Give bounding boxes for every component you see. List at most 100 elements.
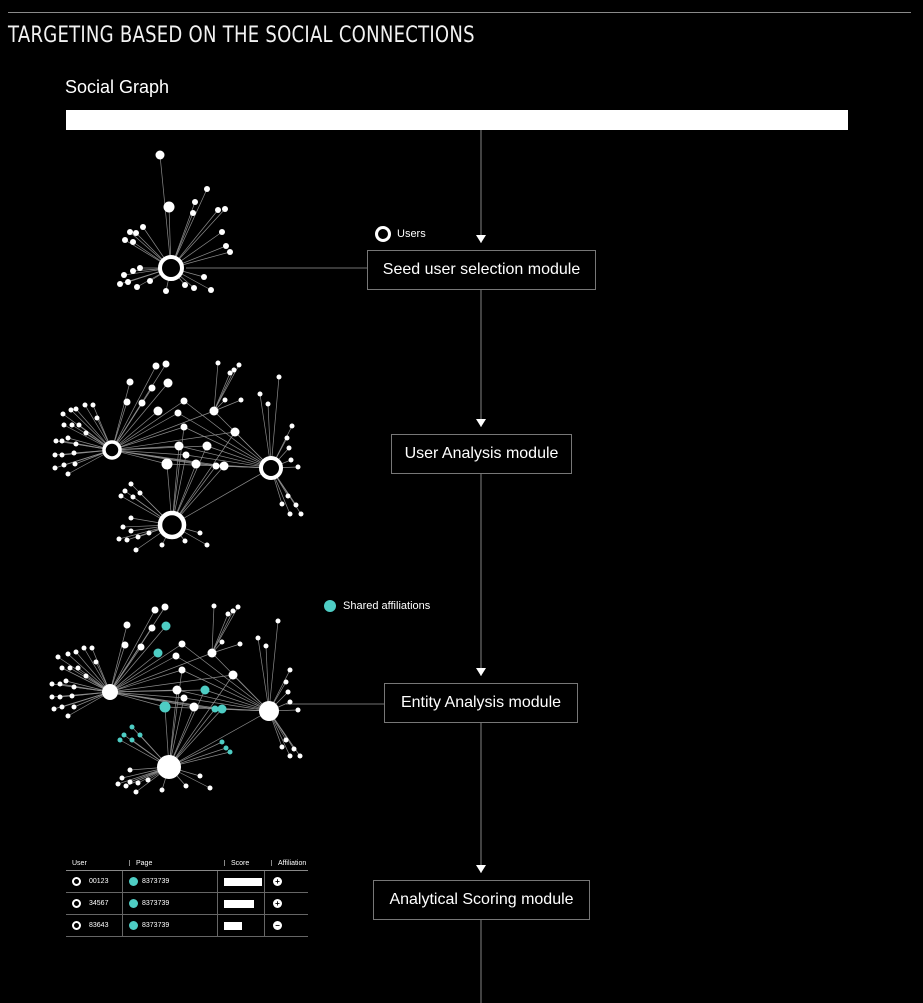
node: [72, 461, 78, 467]
arrow-down-icon: [476, 865, 486, 873]
arrow-down-icon: [476, 235, 486, 243]
node: [147, 278, 153, 284]
edge: [111, 412, 179, 451]
node: [172, 685, 182, 695]
node: [134, 284, 140, 290]
node: [155, 150, 165, 160]
edge: [171, 431, 236, 526]
user-analysis-graph: [52, 360, 304, 553]
node: [207, 785, 213, 791]
edge: [109, 655, 177, 693]
edge: [185, 454, 272, 469]
shared-affiliation-node: [219, 739, 225, 745]
node: [63, 678, 69, 684]
node: [209, 406, 219, 416]
node: [130, 268, 136, 274]
node: [204, 542, 210, 548]
node: [118, 493, 124, 499]
node: [236, 362, 242, 368]
node: [207, 648, 217, 658]
edge: [111, 410, 215, 451]
node: [122, 488, 128, 494]
edge: [109, 609, 156, 693]
edge: [168, 689, 206, 768]
node: [73, 649, 79, 655]
node: [59, 665, 65, 671]
node: [215, 360, 221, 366]
node: [238, 397, 244, 403]
edge: [67, 653, 111, 693]
social-graph-bar: [66, 110, 848, 130]
node: [295, 707, 301, 713]
node: [219, 639, 225, 645]
edge: [211, 643, 241, 654]
edge: [213, 399, 242, 412]
node: [174, 441, 184, 451]
node: [161, 458, 173, 470]
node: [65, 435, 71, 441]
node: [130, 239, 136, 245]
edge: [257, 637, 270, 712]
shared-affiliation-node: [121, 732, 127, 738]
node: [137, 490, 143, 496]
edge: [170, 208, 226, 269]
edge: [175, 655, 270, 712]
node: [180, 423, 188, 431]
node: [276, 374, 282, 380]
node: [148, 624, 156, 632]
node: [211, 603, 217, 609]
node: [76, 422, 82, 428]
node: [140, 224, 146, 230]
scoring-module-label: Analytical Scoring module: [389, 891, 574, 908]
node: [119, 775, 125, 781]
node: [230, 427, 240, 437]
edge: [211, 606, 239, 654]
arrow-down-icon: [476, 419, 486, 427]
shared-affiliation-node: [200, 685, 210, 695]
node: [49, 694, 55, 700]
edge: [111, 363, 167, 451]
node: [285, 689, 291, 695]
node: [120, 524, 126, 530]
edge: [265, 645, 270, 712]
node: [121, 272, 127, 278]
node: [219, 229, 225, 235]
node: [60, 411, 66, 417]
node: [59, 438, 65, 444]
node: [68, 407, 74, 413]
node: [65, 713, 71, 719]
shared-affiliation-node: [211, 705, 219, 713]
node: [71, 704, 77, 710]
teal-dot-icon: [129, 921, 138, 930]
node: [83, 673, 89, 679]
edge: [183, 400, 272, 469]
node: [69, 693, 75, 699]
edge: [109, 644, 126, 693]
header-score: Score: [231, 859, 250, 867]
node: [71, 684, 77, 690]
legend-shared-affiliations: Shared affiliations: [324, 600, 430, 612]
edge: [213, 362, 219, 412]
node: [52, 465, 58, 471]
node: [135, 534, 141, 540]
seed-user-graph: [117, 150, 233, 294]
entity-analysis-graph: [49, 603, 303, 795]
node: [137, 265, 143, 271]
node: [265, 401, 271, 407]
node: [172, 652, 180, 660]
node: [115, 781, 121, 787]
node: [153, 406, 163, 416]
node: [163, 288, 169, 294]
entity-hub: [102, 684, 118, 700]
edge: [211, 613, 229, 654]
shared-affiliation-node: [129, 737, 135, 743]
teal-dot-icon: [129, 899, 138, 908]
edge: [111, 382, 169, 451]
node: [279, 744, 285, 750]
node: [90, 402, 96, 408]
node: [228, 670, 238, 680]
edge: [109, 643, 183, 693]
node: [298, 511, 304, 517]
shared-affiliation-node: [153, 648, 163, 658]
